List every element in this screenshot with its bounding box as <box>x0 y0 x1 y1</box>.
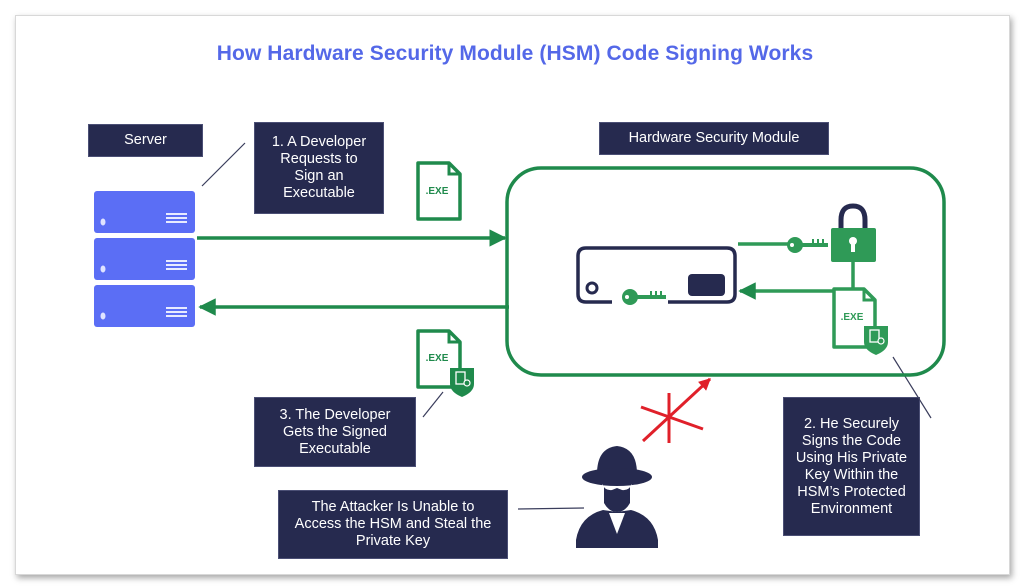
attacker-label: The Attacker Is Unable to Access the HSM… <box>278 490 508 559</box>
server-unit <box>94 285 195 327</box>
step1-label: 1. A Developer Requests to Sign an Execu… <box>254 122 384 214</box>
step3-label: 3. The Developer Gets the Signed Executa… <box>254 397 416 467</box>
certificate-shield-icon <box>864 326 888 355</box>
server-unit <box>94 238 195 280</box>
hsm-boundary <box>505 166 946 377</box>
signed-exe-file-label: .EXE <box>426 353 449 364</box>
attacker-callout-line <box>517 507 585 510</box>
hsm-label: Hardware Security Module <box>599 122 829 155</box>
server-unit <box>94 191 195 233</box>
exe-file-label: .EXE <box>426 186 449 197</box>
server-stack-icon <box>94 191 195 327</box>
server-label: Server <box>88 124 203 157</box>
key-icon <box>787 237 828 253</box>
exe-file-icon: .EXE <box>416 161 462 221</box>
blocked-arrow-icon <box>640 377 712 443</box>
step2-label: 2. He Securely Signs the Code Using His … <box>783 397 920 536</box>
certificate-shield-icon <box>450 368 474 397</box>
hsm-exe-file-label: .EXE <box>841 312 864 323</box>
signed-exe-file-icon: .EXE <box>832 287 888 355</box>
attacker-icon <box>576 446 658 548</box>
step3-callout-line <box>422 391 444 418</box>
step2-callout-line <box>892 356 932 419</box>
key-icon <box>622 289 666 305</box>
padlock-icon <box>831 203 876 262</box>
diagram-title: How Hardware Security Module (HSM) Code … <box>216 42 814 65</box>
hsm-device-icon <box>576 246 737 304</box>
signed-exe-file-icon: .EXE <box>416 329 474 397</box>
step1-callout-line <box>201 142 246 187</box>
